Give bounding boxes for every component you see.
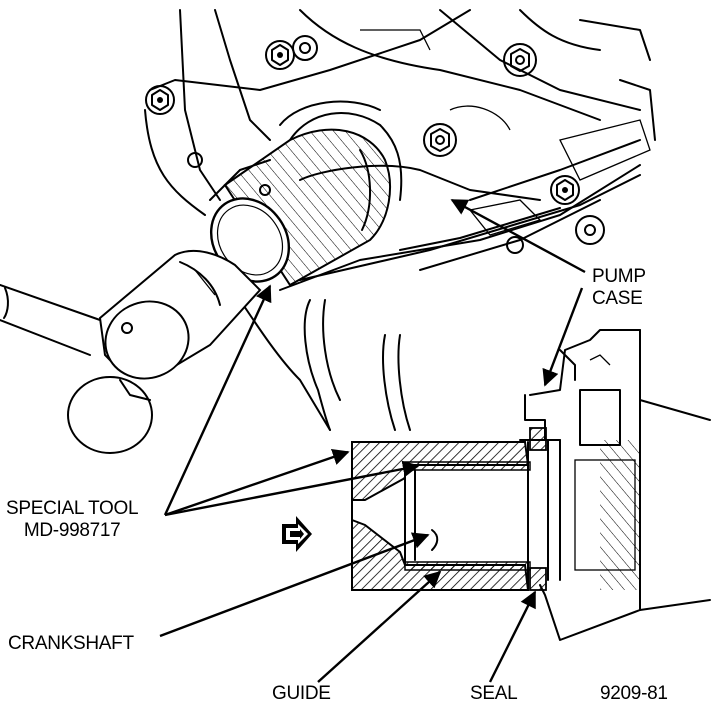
hammer bbox=[0, 249, 262, 454]
installer-tool-upper bbox=[209, 100, 403, 287]
crankshaft-mark bbox=[431, 529, 439, 551]
leader-lines bbox=[159, 198, 586, 683]
guide bbox=[404, 461, 531, 571]
seal bbox=[529, 427, 547, 591]
guide-label: GUIDE bbox=[272, 683, 331, 704]
double-arrow-right-icon bbox=[282, 516, 312, 552]
special-tool-label-line2: MD-998717 bbox=[23, 520, 121, 541]
bolt-heads bbox=[145, 35, 605, 254]
pump-case-label: PUMP CASE bbox=[592, 266, 646, 310]
crankshaft-label: CRANKSHAFT bbox=[8, 633, 134, 654]
special-tool-label: SPECIAL TOOL MD-998717 bbox=[6, 498, 139, 542]
pump-case-label-line2: CASE bbox=[592, 288, 643, 309]
engine-block bbox=[144, 9, 656, 431]
pump-case-section bbox=[519, 329, 711, 641]
figure-number: 9209-81 bbox=[600, 683, 668, 704]
pump-case-label-line1: PUMP bbox=[592, 266, 646, 287]
special-tool-label-line1: SPECIAL TOOL bbox=[6, 498, 139, 519]
seal-label: SEAL bbox=[470, 683, 518, 704]
